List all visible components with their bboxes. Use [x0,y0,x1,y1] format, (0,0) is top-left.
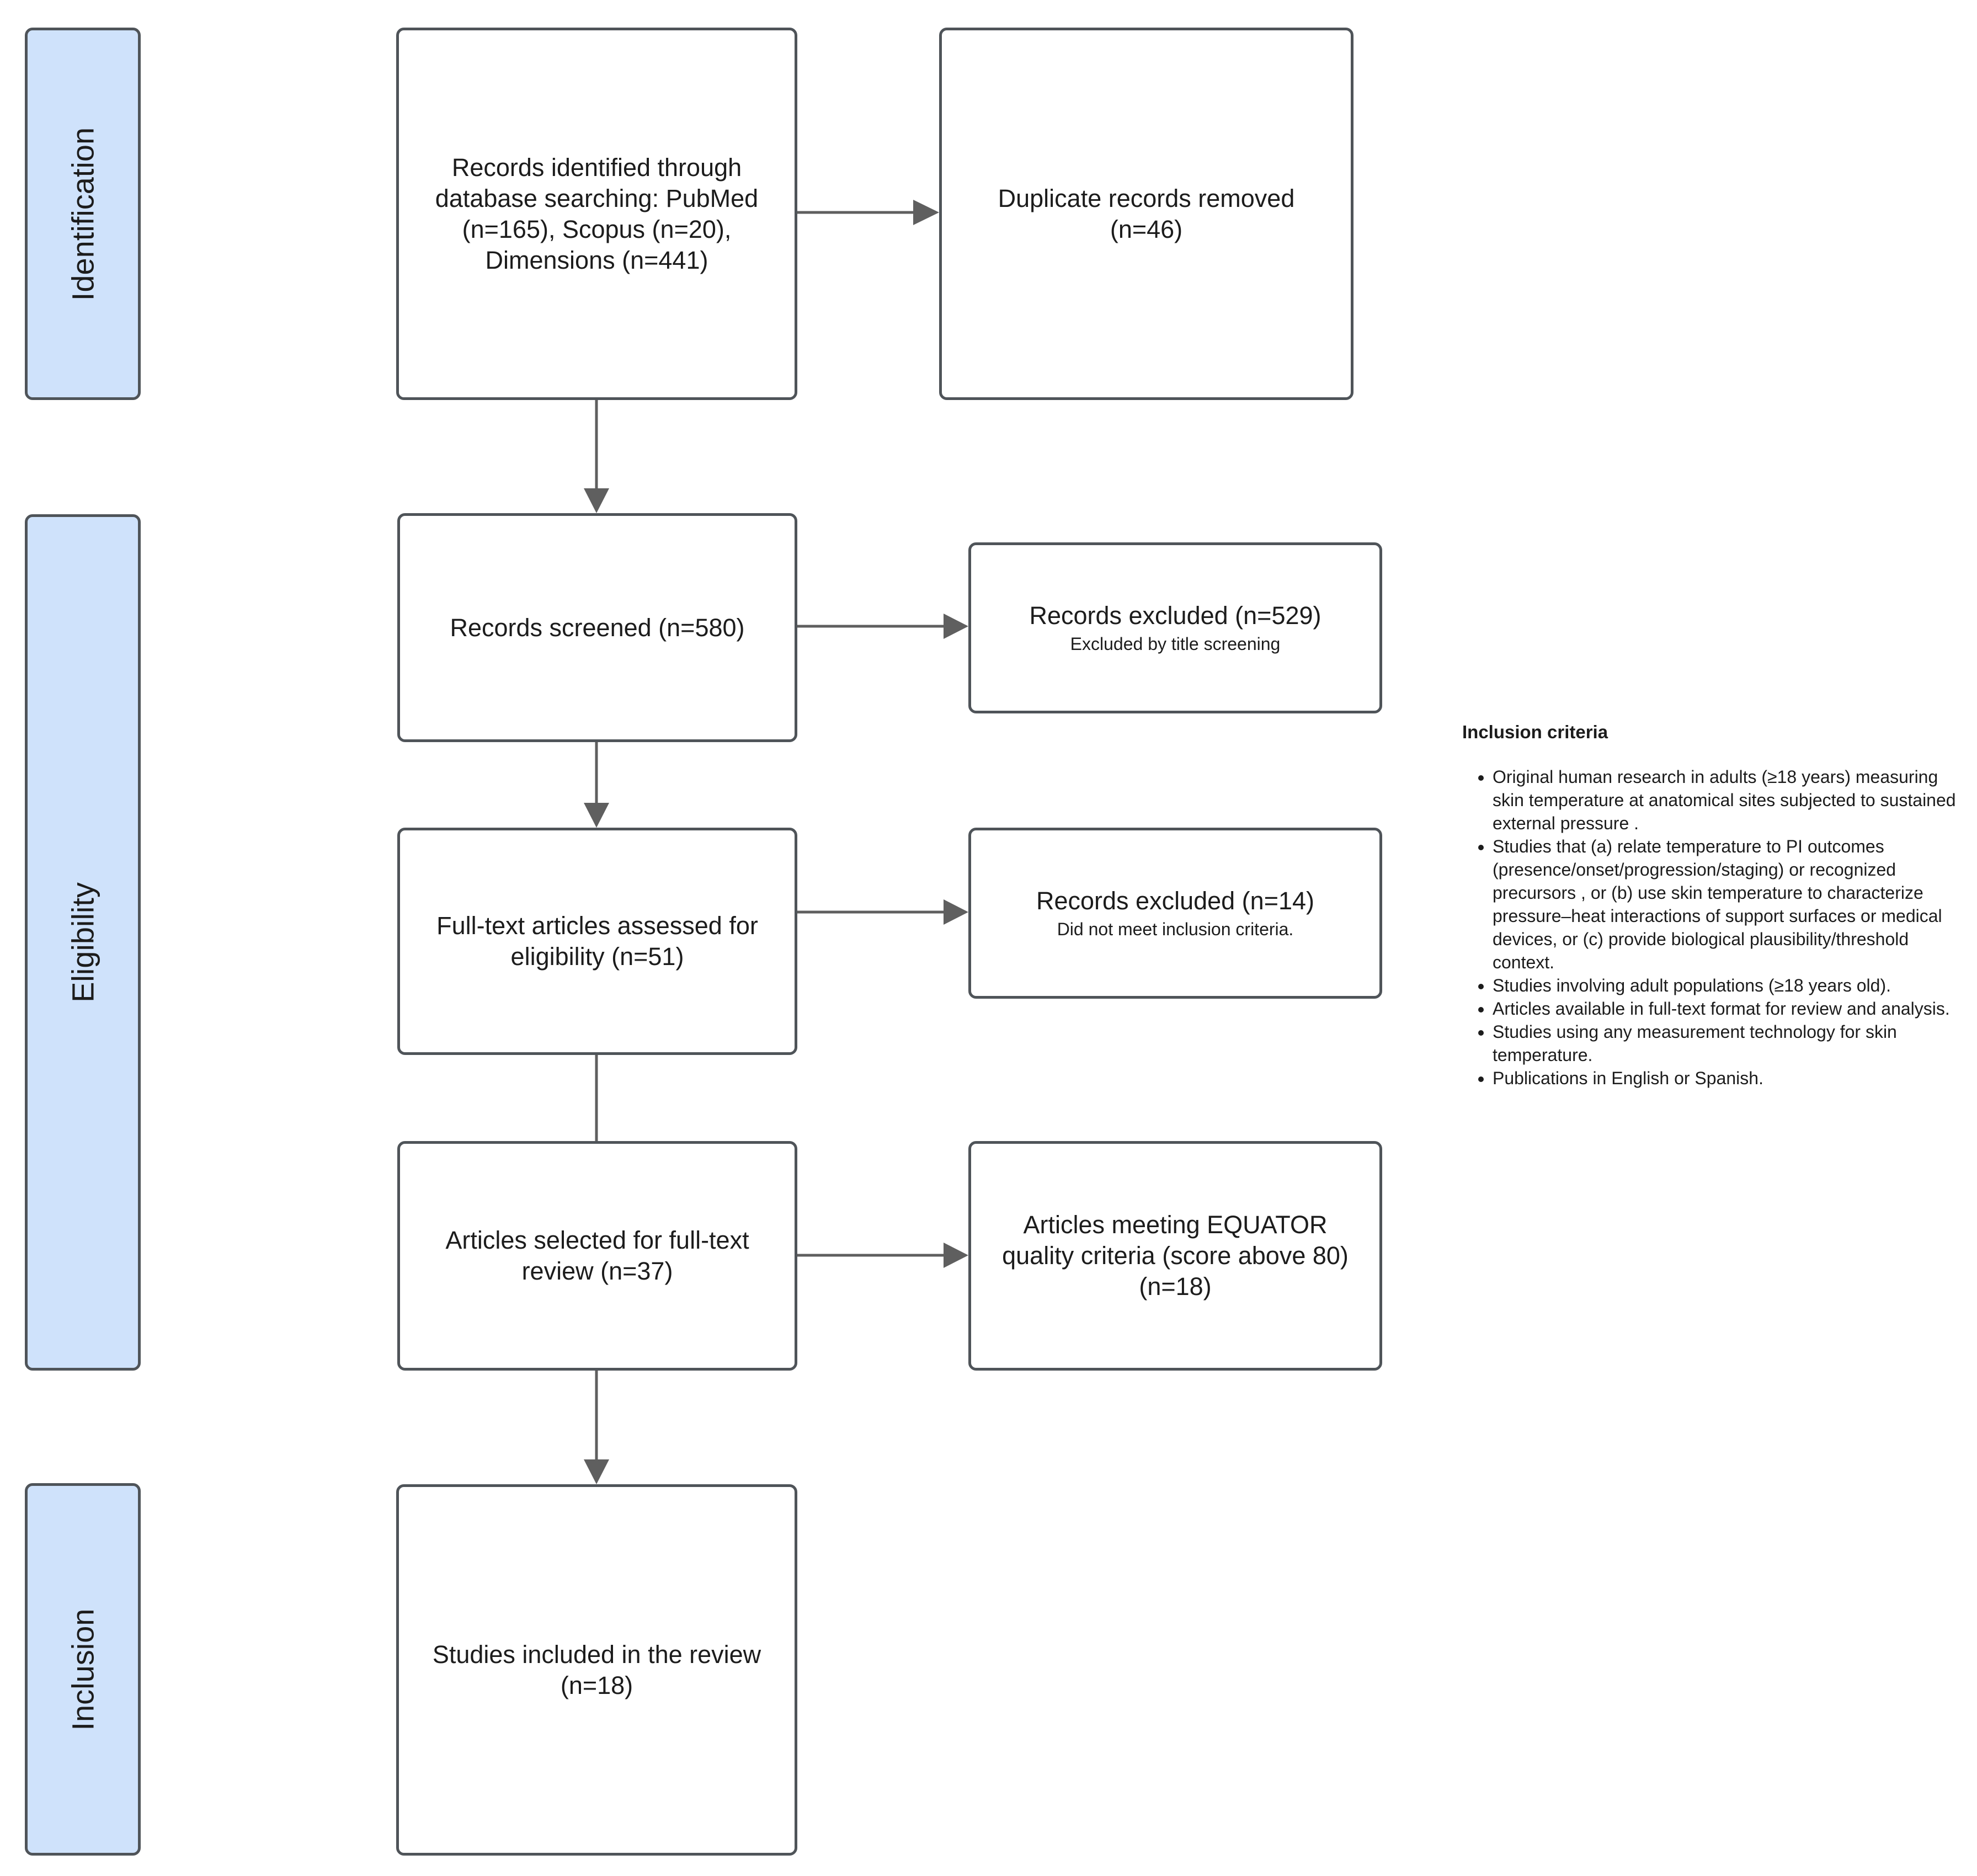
arrowhead-included [584,1459,609,1484]
criteria-item: Original human research in adults (≥18 y… [1493,765,1964,835]
phase-inclusion: Inclusion [25,1483,141,1856]
records-excluded-title-note: Excluded by title screening [1070,634,1281,654]
records-excluded-criteria-text: Records excluded (n=14) [1036,887,1315,915]
box-records-screened: Records screened (n=580) [397,513,797,742]
criteria-item: Publications in English or Spanish. [1493,1067,1964,1090]
studies-included-text: Studies included in the review (n=18) [432,1640,761,1699]
arrowhead-equator [944,1243,968,1268]
arrowhead-duplicates [913,200,939,225]
box-equator-criteria: Articles meeting EQUATOR quality criteri… [968,1141,1382,1371]
box-records-excluded-title: Records excluded (n=529) Excluded by tit… [968,542,1382,713]
box-records-excluded-criteria: Records excluded (n=14) Did not meet inc… [968,828,1382,999]
criteria-item: Articles available in full-text format f… [1493,997,1964,1020]
arrowhead-screened [584,488,609,513]
equator-criteria-text: Articles meeting EQUATOR quality criteri… [1002,1211,1349,1301]
records-excluded-title-text: Records excluded (n=529) [1029,601,1321,630]
arrowhead-excluded-criteria [944,899,968,925]
inclusion-criteria-list: Original human research in adults (≥18 y… [1462,765,1964,1090]
inclusion-criteria-panel: Inclusion criteria Original human resear… [1462,720,1964,1090]
arrowhead-fulltext [584,803,609,828]
articles-selected-text: Articles selected for full-text review (… [445,1226,749,1285]
box-articles-selected: Articles selected for full-text review (… [397,1141,797,1371]
criteria-item: Studies that (a) relate temperature to P… [1493,835,1964,974]
arrowhead-excluded-title [944,614,968,639]
duplicates-removed-text: Duplicate records removed (n=46) [998,184,1295,243]
criteria-item: Studies involving adult populations (≥18… [1493,974,1964,997]
box-duplicates-removed: Duplicate records removed (n=46) [939,28,1353,400]
records-identified-text: Records identified through database sear… [435,153,759,274]
inclusion-criteria-title: Inclusion criteria [1462,722,1608,742]
fulltext-assessed-text: Full-text articles assessed for eligibil… [436,912,758,971]
phase-identification: Identification [25,28,141,400]
criteria-item: Studies using any measurement technology… [1493,1020,1964,1067]
records-excluded-criteria-note: Did not meet inclusion criteria. [1057,919,1294,939]
records-screened-text: Records screened (n=580) [450,613,745,642]
phase-eligibility: Eligibility [25,514,141,1371]
box-records-identified: Records identified through database sear… [396,28,797,400]
box-fulltext-assessed: Full-text articles assessed for eligibil… [397,828,797,1055]
box-studies-included: Studies included in the review (n=18) [396,1484,797,1856]
